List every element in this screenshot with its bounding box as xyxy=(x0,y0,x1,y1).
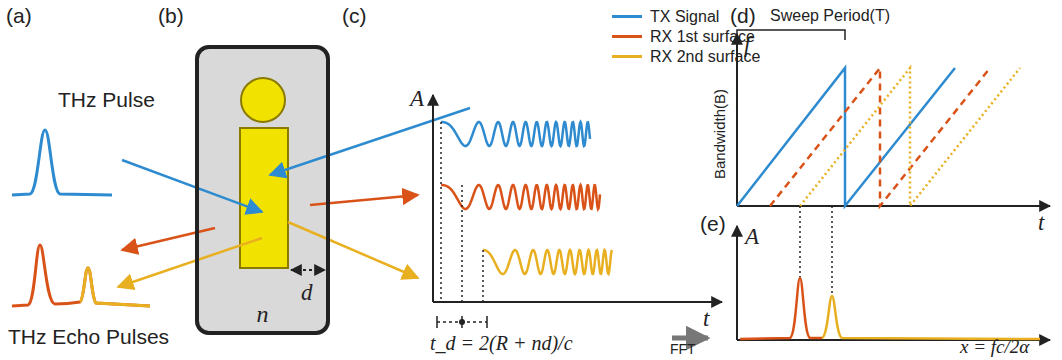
legend-text: TX Signal xyxy=(650,8,719,26)
annotation-text: d xyxy=(301,280,313,305)
annotation-text: t_d = 2(R + nd)/c xyxy=(430,332,573,354)
legend-swatch xyxy=(612,35,642,38)
legend-entry: TX Signal xyxy=(612,8,719,26)
annotation-text: x = fc/2α xyxy=(960,337,1029,358)
legend-swatch xyxy=(612,55,642,58)
legend-entry: RX 2nd surface xyxy=(612,48,760,66)
annotation-text: A xyxy=(745,224,759,249)
panel-label: (a) xyxy=(6,4,32,27)
panel-label: (b) xyxy=(158,4,184,27)
legend-text: RX 2nd surface xyxy=(650,48,760,66)
sample-box: n xyxy=(195,45,330,335)
annotation-text: FFT xyxy=(670,342,696,357)
annotation-text: THz Pulse xyxy=(58,88,155,111)
legend-swatch xyxy=(612,15,642,18)
legend-entry: RX 1st surface xyxy=(612,28,755,46)
annotation-text: THz Echo Pulses xyxy=(8,325,169,348)
panel-label: (e) xyxy=(700,212,726,235)
annotation-text: Sweep Period(T) xyxy=(770,7,890,25)
annotation-text: Bandwidth(B) xyxy=(712,89,729,179)
annotation-text: A xyxy=(410,86,424,111)
panel-label: (c) xyxy=(342,4,367,27)
legend-text: RX 1st surface xyxy=(650,28,755,46)
refractive-index: n xyxy=(257,301,269,327)
panel-label: (d) xyxy=(730,4,756,27)
annotation-text: t xyxy=(1038,210,1044,235)
annotation-text: t xyxy=(703,306,709,331)
